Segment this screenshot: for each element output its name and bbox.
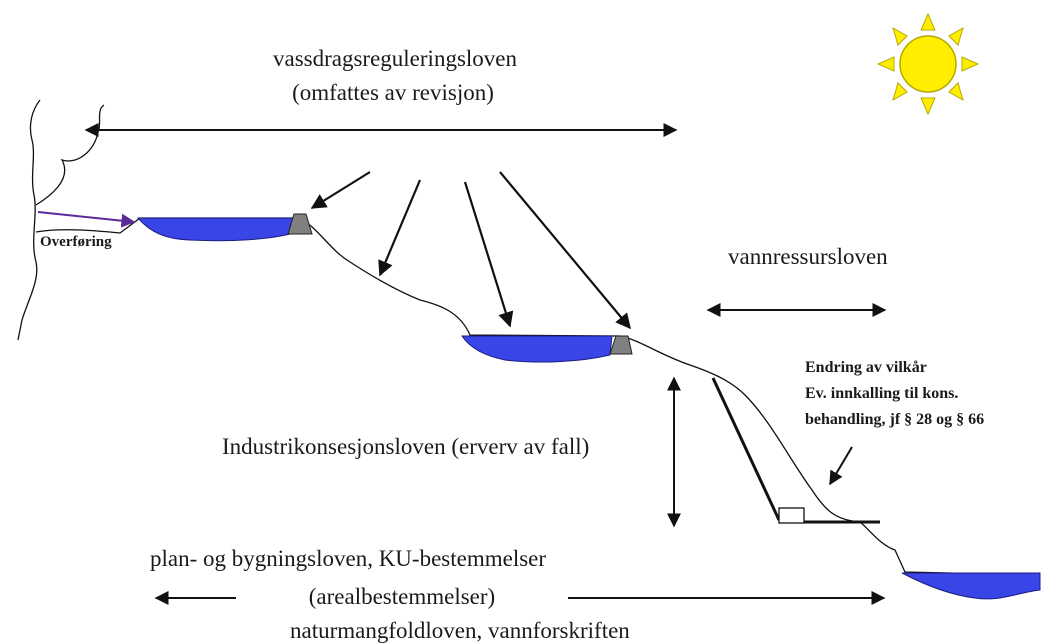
pointer-arrow-middle-res <box>463 181 514 328</box>
natur-label: naturmangfoldloven, vannforskriften <box>290 618 630 643</box>
endring-pointer-arrow <box>829 446 853 486</box>
endring-line2: Ev. innkalling til kons. <box>805 385 958 402</box>
overforing-label: Overføring <box>40 234 112 250</box>
sun-icon <box>876 12 980 116</box>
lower-reservoir <box>901 572 1041 600</box>
industri-label: Industrikonsesjonsloven (erverv av fall) <box>222 434 589 459</box>
endring-line1: Endring av vilkår <box>805 359 927 376</box>
endring-line3: behandling, jf § 28 og § 66 <box>805 411 984 428</box>
vassdrag-label: vassdragsreguleringsloven <box>273 46 517 71</box>
middle-reservoir <box>461 335 613 363</box>
upper-reservoir <box>136 217 299 242</box>
upper-dam <box>287 213 313 235</box>
middle-dam <box>609 335 633 355</box>
terrain-profile <box>17 99 105 341</box>
penstock <box>711 377 781 521</box>
pointer-arrow-upper-dam <box>310 171 371 209</box>
plan-label: plan- og bygningsloven, KU-bestemmelser <box>150 546 546 571</box>
power-station <box>778 507 805 524</box>
slope-line <box>35 217 1041 576</box>
pointer-arrow-middle-dam <box>499 171 631 330</box>
vannressurs-label: vannressursloven <box>728 244 888 269</box>
areal-label: (arealbestemmelser) <box>309 584 495 609</box>
pointer-arrow-slope <box>378 179 422 277</box>
omfattes-label: (omfattes av revisjon) <box>292 80 494 105</box>
transfer-arrow <box>37 211 136 228</box>
